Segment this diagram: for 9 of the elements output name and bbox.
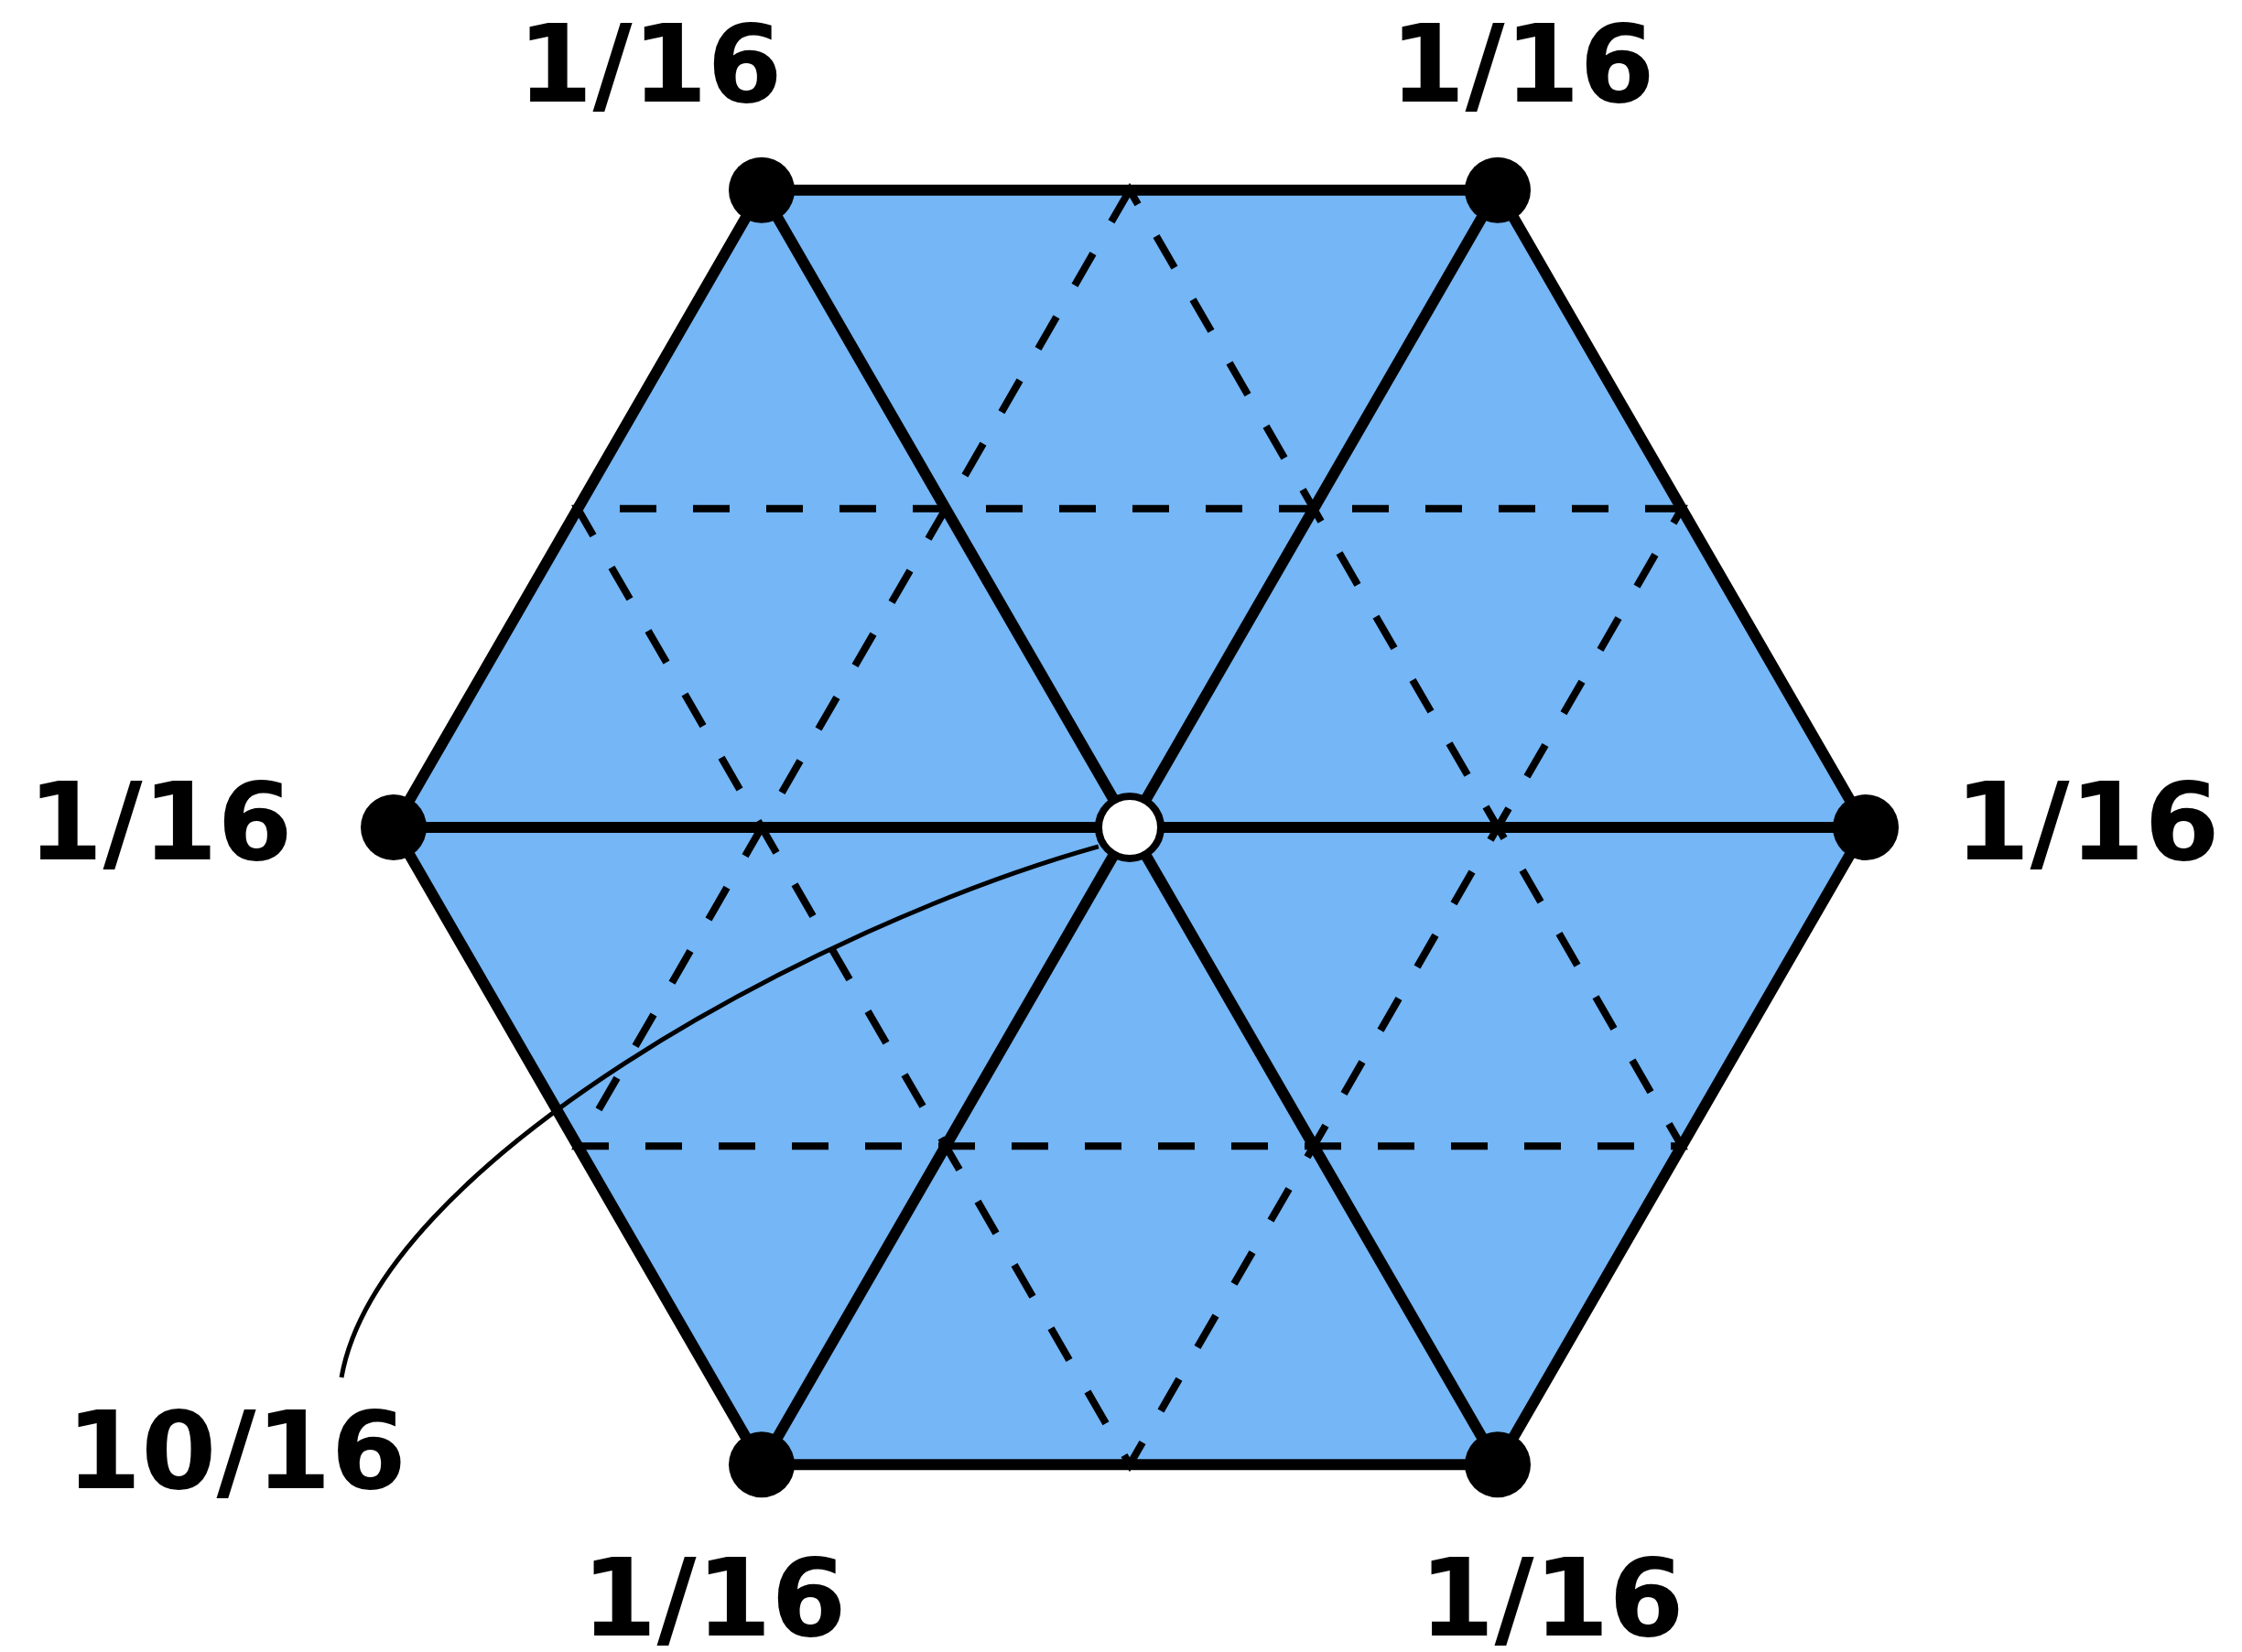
- fraction-label: 1/16: [517, 10, 783, 118]
- fraction-label: 1/16: [27, 768, 293, 876]
- fraction-label: 1/16: [1419, 1544, 1684, 1652]
- leader-line: [339, 844, 1099, 1378]
- fraction-label: 1/16: [1390, 10, 1655, 118]
- fraction-label: 10/16: [66, 1397, 406, 1505]
- center-point: [1095, 793, 1164, 862]
- fraction-label: 1/16: [1955, 768, 2220, 876]
- fraction-label: 1/16: [581, 1544, 847, 1652]
